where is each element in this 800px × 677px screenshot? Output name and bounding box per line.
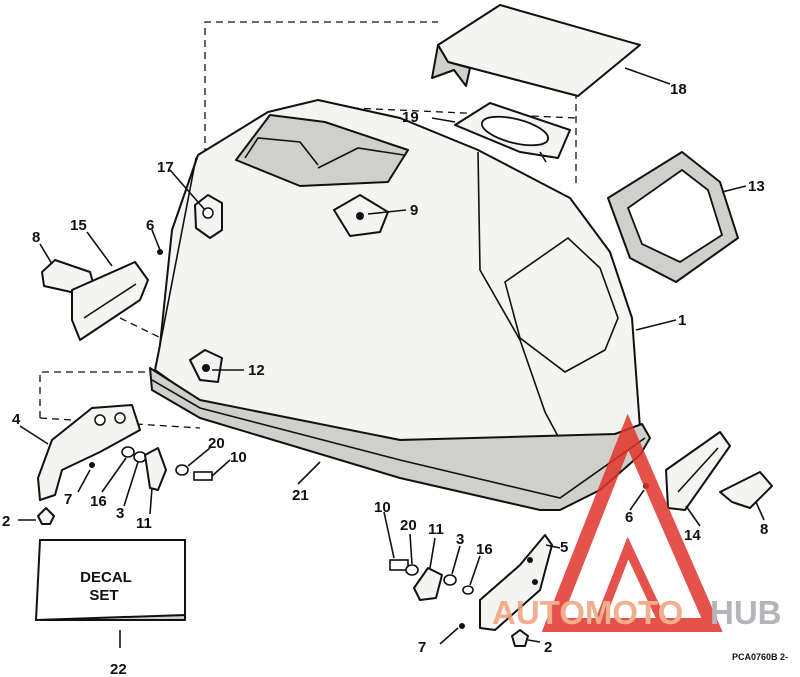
- callout-5: 5: [560, 539, 568, 556]
- callout-labels: 18 19 13 1 17 9 12 6 8 15 4 20 10 21 2 7…: [2, 81, 768, 677]
- callout-3-right: 3: [456, 531, 464, 548]
- callout-2-right: 2: [544, 639, 552, 656]
- part-15-latch-bracket-left: [71, 261, 149, 341]
- callout-17: 17: [157, 159, 174, 176]
- callout-21: 21: [292, 487, 309, 504]
- callout-19: 19: [402, 109, 419, 126]
- callout-16-right: 16: [476, 541, 493, 558]
- part-8-latch-handle-right: [719, 471, 773, 509]
- assembly-guide-lines: [39, 21, 577, 429]
- callout-20-left: 20: [208, 435, 225, 452]
- left-fasteners: [37, 446, 213, 525]
- callout-14: 14: [684, 527, 701, 544]
- right-fasteners: [389, 559, 529, 647]
- callout-13: 13: [748, 178, 765, 195]
- callout-18: 18: [670, 81, 687, 98]
- part-6-screw-left: [157, 249, 163, 255]
- part-5-bracket-right: [479, 534, 553, 631]
- callout-7-left: 7: [64, 491, 72, 508]
- part-22-decal-set: DECAL SET: [34, 539, 186, 622]
- callout-11-right: 11: [428, 521, 444, 538]
- watermark: AUTOMOTO HUB: [492, 413, 782, 632]
- callout-4: 4: [12, 411, 21, 428]
- callout-11-left: 11: [136, 515, 152, 532]
- part-1-motor-cover: [154, 99, 641, 441]
- part-18-top-plate: [431, 4, 641, 97]
- decal-label-line2: SET: [89, 587, 118, 604]
- watermark-text-auto-moto: AUTOMOTO: [492, 594, 683, 631]
- part-13-window-frame: [607, 151, 739, 283]
- callout-7-right: 7: [418, 639, 426, 656]
- callout-3-left: 3: [116, 505, 124, 522]
- document-id: PCA0760B 2-: [732, 652, 788, 662]
- part-19-gasket: [454, 102, 571, 163]
- callout-12: 12: [248, 362, 265, 379]
- callout-8-right: 8: [760, 521, 768, 538]
- leader-lines: [18, 67, 765, 648]
- watermark-text-hub: HUB: [710, 594, 782, 631]
- callout-2-left: 2: [2, 513, 10, 530]
- callout-20-right: 20: [400, 517, 417, 534]
- part-14-latch-bracket-right: [665, 431, 731, 511]
- decal-label-line1: DECAL: [80, 569, 132, 586]
- callout-10-left: 10: [230, 449, 247, 466]
- callout-8-left: 8: [32, 229, 40, 246]
- part-9-plate: [333, 194, 389, 237]
- callout-6-left: 6: [146, 217, 154, 234]
- callout-1: 1: [678, 312, 686, 329]
- callout-9: 9: [410, 202, 418, 219]
- callout-6-right: 6: [625, 509, 633, 526]
- callout-16-left: 16: [90, 493, 107, 510]
- part-4-bracket-left: [37, 404, 141, 501]
- callout-15: 15: [70, 217, 87, 234]
- callout-22: 22: [110, 661, 127, 677]
- callout-10-right: 10: [374, 499, 391, 516]
- part-21-bottom-seal: [149, 367, 651, 511]
